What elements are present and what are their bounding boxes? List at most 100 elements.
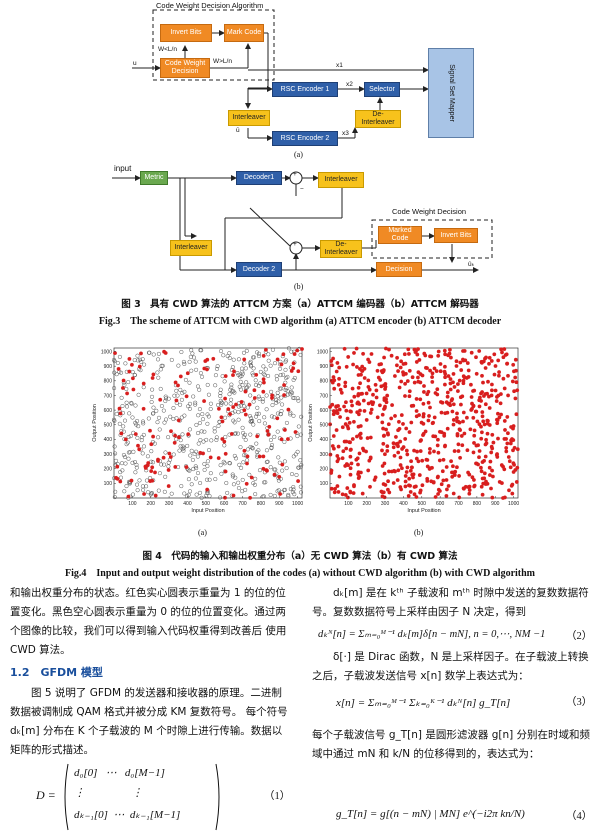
weight-one-point xyxy=(466,485,471,490)
weight-zero-point xyxy=(193,464,198,469)
weight-one-point xyxy=(208,455,213,460)
weight-one-point xyxy=(351,491,356,496)
weight-one-point xyxy=(178,374,183,379)
weight-one-point xyxy=(185,371,190,376)
weight-one-point xyxy=(455,419,460,424)
weight-one-point xyxy=(405,452,410,457)
weight-one-point xyxy=(493,388,498,393)
weight-zero-point xyxy=(296,424,301,429)
weight-one-point xyxy=(480,373,484,378)
weight-one-point xyxy=(328,452,333,457)
y-tick-label: 800 xyxy=(320,379,329,385)
weight-zero-point xyxy=(247,413,253,419)
weight-one-point xyxy=(398,365,403,370)
weight-one-point xyxy=(169,429,173,434)
weight-zero-point xyxy=(253,492,258,497)
weight-one-point xyxy=(267,424,272,429)
weight-zero-point xyxy=(193,400,198,405)
weight-one-point xyxy=(340,425,345,430)
weight-one-point xyxy=(504,445,509,450)
weight-zero-point xyxy=(180,391,185,396)
weight-zero-point xyxy=(202,429,207,434)
weight-one-point xyxy=(354,346,359,351)
weight-one-point xyxy=(414,495,419,499)
weight-one-point xyxy=(472,440,476,445)
weight-zero-point xyxy=(151,405,156,410)
weight-one-point xyxy=(468,427,473,432)
weight-zero-point xyxy=(251,399,256,404)
weight-one-point xyxy=(368,435,373,440)
weight-one-point xyxy=(390,403,394,407)
weight-one-point xyxy=(366,357,370,362)
weight-one-point xyxy=(361,351,365,356)
weight-one-point xyxy=(396,369,400,374)
weight-one-point xyxy=(479,436,484,441)
weight-zero-point xyxy=(253,378,258,383)
weight-zero-point xyxy=(248,432,253,437)
weight-one-point xyxy=(261,454,266,459)
weight-zero-point xyxy=(236,357,241,362)
paragraph-right-3: 每个子载波信号 g_T[n] 是圆形滤波器 g[n] 分别在时域和频域中通过 m… xyxy=(312,729,591,760)
weight-zero-point xyxy=(279,395,284,400)
weight-one-point xyxy=(487,406,492,410)
weight-zero-point xyxy=(199,374,205,379)
weight-zero-point xyxy=(141,487,146,493)
weight-zero-point xyxy=(186,492,191,497)
weight-one-point xyxy=(477,449,482,453)
weight-zero-point xyxy=(285,388,290,394)
weight-one-point xyxy=(172,440,177,445)
weight-one-point xyxy=(348,466,353,471)
weight-zero-point xyxy=(233,456,239,461)
weight-one-point xyxy=(153,470,157,475)
weight-zero-point xyxy=(199,429,204,434)
weight-zero-point xyxy=(232,390,237,395)
weight-one-point xyxy=(331,434,336,438)
decoder-interleaver-top: Interleaver xyxy=(318,172,364,188)
weight-zero-point xyxy=(182,361,187,366)
fig4-caption-cn: 图 4 代码的输入和输出权重分布（a）无 CWD 算法（b）有 CWD 算法 xyxy=(142,551,458,562)
weight-one-point xyxy=(514,479,519,484)
weight-zero-point xyxy=(205,421,210,426)
weight-zero-point xyxy=(188,453,193,458)
weight-one-point xyxy=(343,380,348,385)
weight-one-point xyxy=(366,468,371,473)
weight-one-point xyxy=(385,393,390,398)
x-tick-label: 600 xyxy=(436,501,445,507)
weight-one-point xyxy=(338,415,342,419)
weight-one-point xyxy=(515,447,520,452)
weight-zero-point xyxy=(237,462,242,467)
weight-zero-point xyxy=(141,385,146,390)
weight-one-point xyxy=(430,371,435,376)
weight-one-point xyxy=(346,495,350,500)
weight-one-point xyxy=(421,401,426,406)
weight-one-point xyxy=(243,412,248,417)
weight-zero-point xyxy=(120,403,125,409)
weight-zero-point xyxy=(156,488,161,493)
weight-one-point xyxy=(472,433,477,438)
weight-one-point xyxy=(515,465,520,470)
weight-one-point xyxy=(484,479,488,484)
weight-zero-point xyxy=(137,478,142,483)
weight-one-point xyxy=(482,458,487,463)
weight-one-point xyxy=(168,455,173,459)
weight-one-point xyxy=(176,435,181,440)
x-tick-label: 100 xyxy=(344,501,353,507)
weight-one-point xyxy=(405,379,410,383)
weight-zero-point xyxy=(215,364,220,369)
weight-one-point xyxy=(515,388,520,393)
weight-one-point xyxy=(471,477,476,482)
y-axis-label: Output Position xyxy=(308,404,314,442)
weight-zero-point xyxy=(229,397,234,402)
weight-zero-point xyxy=(127,480,132,486)
weight-one-point xyxy=(338,387,343,392)
weight-zero-point xyxy=(162,420,167,425)
weight-zero-point xyxy=(134,465,139,470)
weight-one-point xyxy=(481,419,486,424)
weight-one-point xyxy=(431,434,436,439)
weight-zero-point xyxy=(144,484,149,489)
weight-one-point xyxy=(385,431,390,436)
weight-one-point xyxy=(435,387,440,392)
condition-w-greater: W>L/n xyxy=(213,58,232,65)
weight-zero-point xyxy=(295,396,300,401)
weight-zero-point xyxy=(181,359,186,364)
